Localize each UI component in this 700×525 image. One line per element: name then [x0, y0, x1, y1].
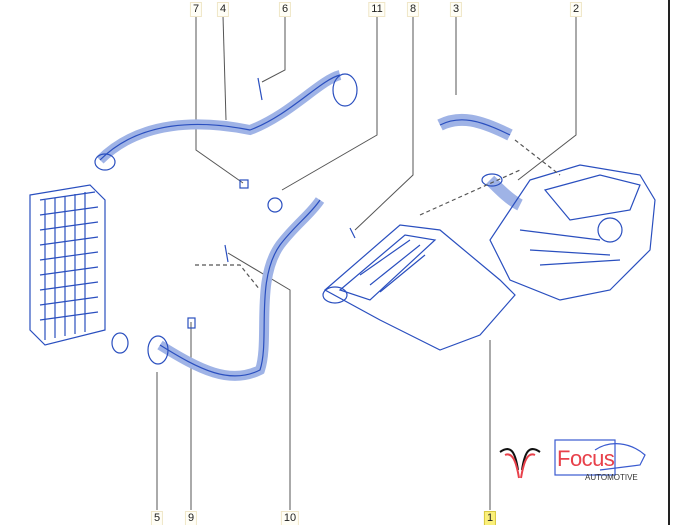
leader-8: [354, 16, 414, 231]
watermark-brand: Focus: [557, 446, 615, 471]
lower-pipe-outline: [159, 199, 321, 377]
callout-8: 8: [406, 2, 420, 17]
air-filter-housing: [322, 224, 516, 351]
callout-1-highlighted: 1: [483, 511, 497, 525]
upper-pipe: [96, 70, 342, 164]
leader-11: [281, 16, 378, 191]
focus-logo-emblem: [499, 448, 541, 479]
watermark-subtitle: AUTOMOTIVE: [585, 473, 638, 482]
bolt-10: [224, 244, 229, 263]
leader-6: [261, 16, 286, 83]
o-ring-11: [267, 197, 283, 213]
callout-2: 2: [569, 2, 583, 17]
bolt-8: [349, 227, 356, 239]
bolt-6: [257, 77, 263, 101]
clip-7: [239, 179, 249, 189]
hose-3-outline: [439, 119, 511, 136]
intercooler: [29, 184, 106, 346]
leader-2: [517, 16, 577, 181]
leader-10: [227, 252, 291, 510]
leader-lines: [156, 15, 577, 510]
callout-5: 5: [150, 511, 164, 525]
callout-10: 10: [280, 511, 300, 525]
clip-9: [187, 317, 196, 329]
callout-9: 9: [184, 511, 198, 525]
callout-4: 4: [216, 2, 230, 17]
leader-7: [195, 16, 244, 184]
hose-3: [437, 113, 513, 141]
hose-5: [147, 335, 169, 365]
callout-7: 7: [189, 2, 203, 17]
upper-pipe-outline: [99, 74, 341, 161]
callout-6: 6: [278, 2, 292, 17]
callout-11: 11: [368, 2, 386, 17]
engine-block: [489, 164, 656, 301]
hose-end: [332, 73, 358, 107]
callout-3: 3: [449, 2, 463, 17]
page-border: [668, 0, 670, 525]
leader-4: [222, 15, 227, 121]
focus-logo-car: [554, 439, 646, 476]
